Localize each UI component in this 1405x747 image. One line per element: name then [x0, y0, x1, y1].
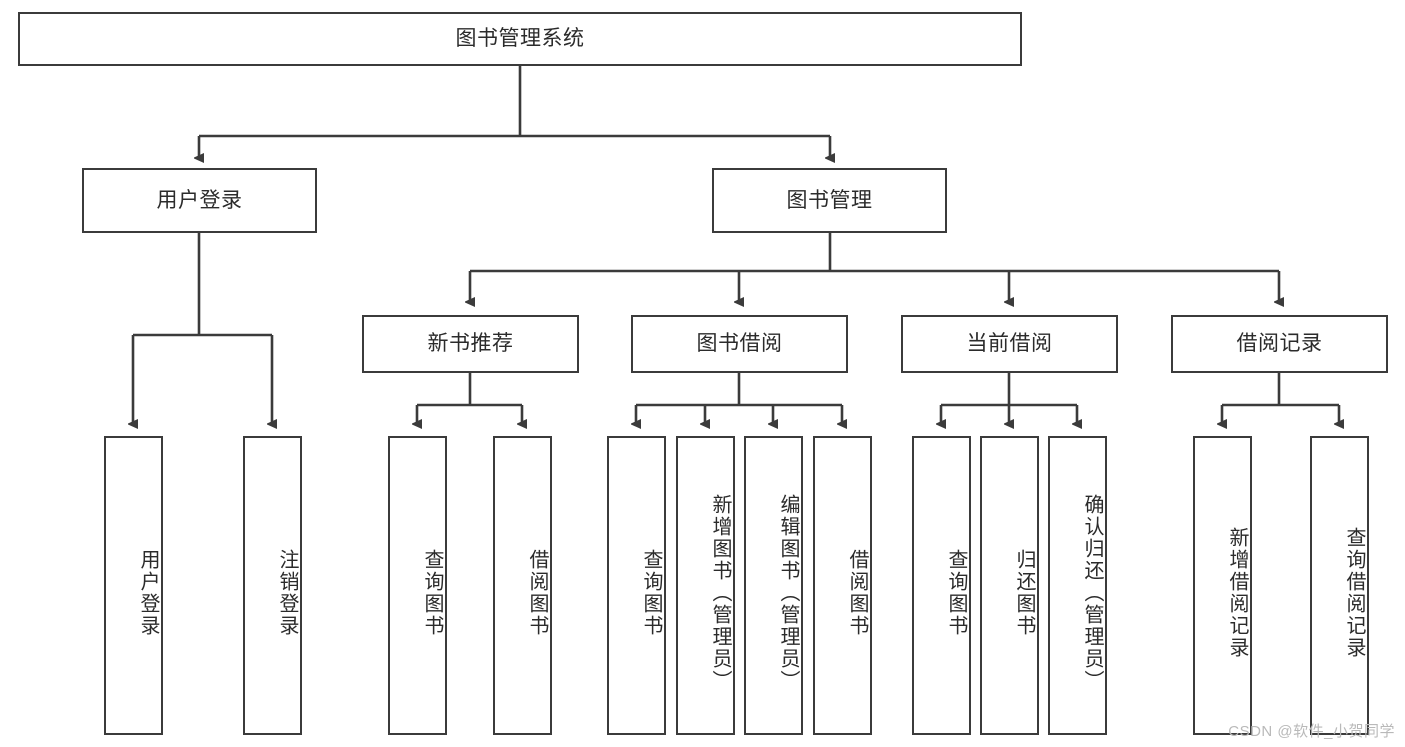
leaf-book-borrow-add[interactable]: 新增图书（管理员）: [676, 436, 735, 735]
leaf-new-book-borrow[interactable]: 借阅图书: [493, 436, 552, 735]
leaf-user-login-logout[interactable]: 注销登录: [243, 436, 302, 735]
node-label: 查询图书: [640, 548, 662, 637]
node-label: 确认归还（管理员）: [1081, 493, 1103, 692]
node-label: 归还图书: [1013, 548, 1035, 637]
node-root-system[interactable]: 图书管理系统: [18, 12, 1022, 66]
node-label: 注销登录: [276, 548, 298, 637]
node-book-borrow[interactable]: 图书借阅: [631, 315, 848, 373]
node-book-manage[interactable]: 图书管理: [712, 168, 947, 233]
node-label: 新增借阅记录: [1226, 526, 1248, 659]
leaf-borrow-record-query[interactable]: 查询借阅记录: [1310, 436, 1369, 735]
node-label: 新书推荐: [427, 332, 514, 356]
leaf-borrow-record-add[interactable]: 新增借阅记录: [1193, 436, 1252, 735]
node-current-borrow[interactable]: 当前借阅: [901, 315, 1118, 373]
node-label: 用户登录: [137, 548, 159, 637]
node-label: 查询借阅记录: [1343, 526, 1365, 659]
node-label: 新增图书（管理员）: [709, 493, 731, 692]
node-new-book-recommend[interactable]: 新书推荐: [362, 315, 579, 373]
node-label: 图书管理: [786, 188, 873, 212]
node-label: 查询图书: [421, 548, 443, 637]
node-label: 借阅记录: [1236, 332, 1323, 356]
leaf-current-borrow-return[interactable]: 归还图书: [980, 436, 1039, 735]
node-label: 用户登录: [156, 188, 243, 212]
node-borrow-record[interactable]: 借阅记录: [1171, 315, 1388, 373]
leaf-book-borrow-edit[interactable]: 编辑图书（管理员）: [744, 436, 803, 735]
node-label: 图书管理系统: [455, 27, 585, 51]
node-label: 借阅图书: [846, 548, 868, 637]
node-label: 编辑图书（管理员）: [777, 493, 799, 692]
watermark-text: CSDN @软件_小贺同学: [1228, 723, 1395, 740]
leaf-current-borrow-confirm-return[interactable]: 确认归还（管理员）: [1048, 436, 1107, 735]
leaf-book-borrow-borrow[interactable]: 借阅图书: [813, 436, 872, 735]
leaf-user-login-login[interactable]: 用户登录: [104, 436, 163, 735]
node-label: 借阅图书: [526, 548, 548, 637]
leaf-book-borrow-query[interactable]: 查询图书: [607, 436, 666, 735]
leaf-new-book-query[interactable]: 查询图书: [388, 436, 447, 735]
node-user-login[interactable]: 用户登录: [82, 168, 317, 233]
node-label: 图书借阅: [696, 332, 783, 356]
node-label: 当前借阅: [966, 332, 1053, 356]
leaf-current-borrow-query[interactable]: 查询图书: [912, 436, 971, 735]
node-label: 查询图书: [945, 548, 967, 637]
